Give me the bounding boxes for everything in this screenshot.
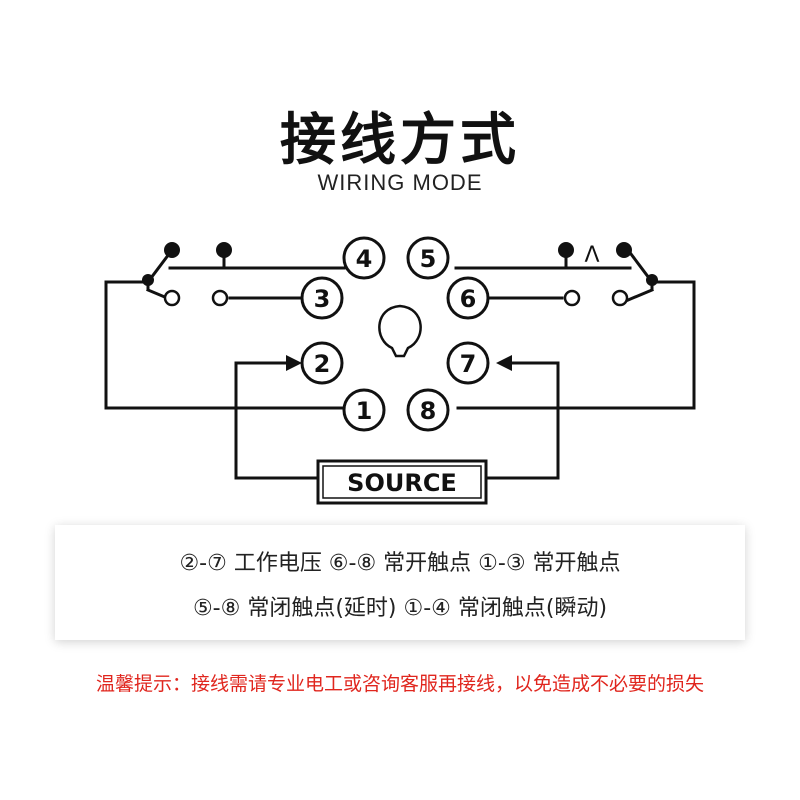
legend-box: ②-⑦ 工作电压 ⑥-⑧ 常开触点 ①-③ 常开触点 ⑤-⑧ 常闭触点(延时) … xyxy=(55,525,745,640)
warning-text: 温馨提示：接线需请专业电工或咨询客服再接线，以免造成不必要的损失 xyxy=(95,673,704,695)
page-title: 接线方式 xyxy=(280,108,520,173)
contact-dot xyxy=(558,242,574,258)
pin-5-circle xyxy=(406,236,450,280)
source-box xyxy=(316,459,488,505)
pin-7-label: 7 xyxy=(460,350,477,378)
pin-7-circle xyxy=(446,341,490,385)
legend-line-2: ⑤-⑧ 常闭触点(延时) ①-④ 常闭触点(瞬动) xyxy=(192,596,608,621)
pin-8-circle xyxy=(406,388,450,432)
contact-open xyxy=(563,289,581,307)
pin-3-label: 3 xyxy=(314,285,331,313)
pin-2-circle xyxy=(300,341,344,385)
pin-3-circle xyxy=(300,276,344,320)
wire xyxy=(456,280,696,410)
pin-6-circle xyxy=(446,276,490,320)
pin-5-label: 5 xyxy=(420,245,437,273)
legend-line-1: ②-⑦ 工作电压 ⑥-⑧ 常开触点 ①-③ 常开触点 xyxy=(179,551,621,576)
pin-1-circle xyxy=(342,388,386,432)
contact-dot xyxy=(164,242,180,258)
page-subtitle: WIRING MODE xyxy=(317,170,483,195)
contact-open xyxy=(211,289,229,307)
contact-open xyxy=(163,289,181,307)
contact-dot xyxy=(142,274,154,286)
wire xyxy=(104,280,344,410)
pin-4-label: 4 xyxy=(356,245,373,273)
wire xyxy=(234,361,320,480)
pin-1-label: 1 xyxy=(356,397,373,425)
source-label: SOURCE xyxy=(347,469,457,497)
source-box-inner xyxy=(322,465,482,499)
pin-4-circle xyxy=(342,236,386,280)
contact-open xyxy=(611,289,629,307)
timer-symbol: Λ xyxy=(584,243,599,268)
pin-2-label: 2 xyxy=(314,350,331,378)
pin-6-label: 6 xyxy=(460,285,477,313)
wire xyxy=(484,361,560,480)
socket-key-icon xyxy=(378,304,422,358)
contact-dot xyxy=(616,242,632,258)
arrow-to-pin-2 xyxy=(286,355,302,371)
arrow-to-pin-7 xyxy=(496,355,512,371)
pin-8-label: 8 xyxy=(420,397,437,425)
contact-dot xyxy=(646,274,658,286)
contact-dot xyxy=(216,242,232,258)
wire xyxy=(626,288,654,302)
